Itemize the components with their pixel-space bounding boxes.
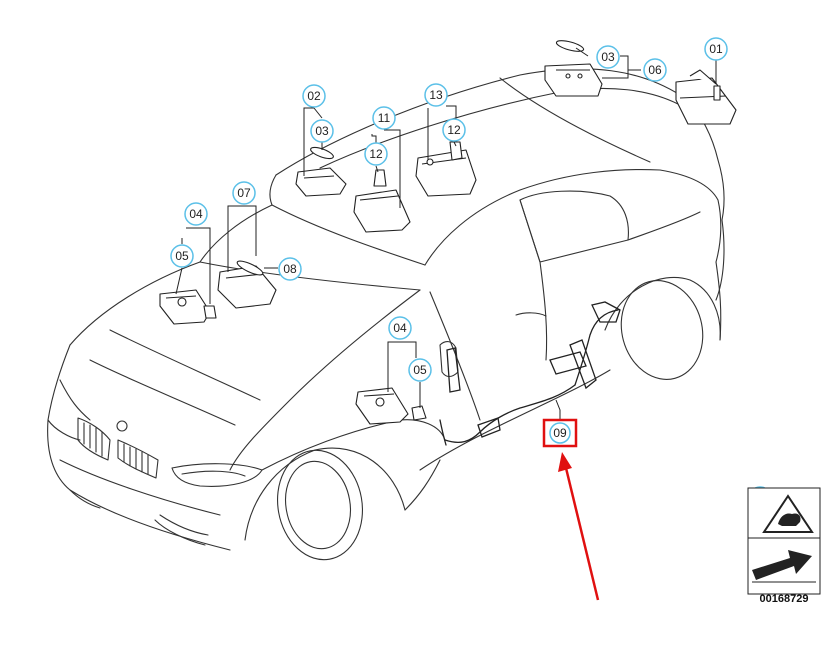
callout-08-label: 08 (283, 262, 297, 276)
callout-06: 06 (643, 58, 667, 82)
callout-08: 08 (278, 257, 302, 281)
callout-03-top-label: 03 (601, 50, 615, 64)
callout-05-right: 05 (408, 358, 432, 382)
callout-11-label: 11 (378, 111, 391, 125)
callout-07: 07 (232, 181, 256, 205)
reference-number: 00168729 (760, 593, 809, 605)
part-04-lamp-right (355, 387, 427, 425)
callout-12-right-label: 12 (447, 123, 461, 137)
callout-13-label: 13 (429, 88, 443, 102)
callout-05-right-label: 05 (413, 363, 427, 377)
part-07-lamp (217, 260, 277, 309)
callout-13: 13 (424, 83, 448, 107)
callout-12-right: 12 (442, 118, 466, 142)
callout-09: 09 (542, 418, 578, 448)
arrow-right-icon (752, 550, 812, 580)
wiring-harness-part (439, 301, 621, 446)
callout-04-left: 04 (184, 202, 208, 226)
callout-01-label: 01 (709, 42, 723, 56)
callout-01: 01 (704, 37, 728, 61)
hand-icon (778, 513, 801, 526)
callout-03: 03 (310, 119, 334, 143)
callout-09-label: 09 (553, 426, 567, 440)
part-01-lamp (675, 69, 737, 125)
callout-03-top: 03 (596, 45, 620, 69)
callout-09-highlight-box (542, 418, 578, 448)
leader-lines (175, 47, 717, 420)
callout-05-left: 05 (170, 244, 194, 268)
callout-02-label: 02 (307, 89, 321, 103)
callout-11: 11 (372, 106, 396, 130)
part-02-lamp (295, 146, 347, 197)
callout-05-left-label: 05 (175, 249, 189, 263)
highlight-arrow (558, 452, 600, 601)
callout-12-left-label: 12 (369, 147, 383, 161)
lamp-parts (159, 40, 737, 425)
callout-06-label: 06 (648, 63, 662, 77)
part-04-lamp-left (159, 289, 217, 325)
callout-04-right: 04 (388, 316, 412, 340)
part-10-label-card (747, 487, 821, 595)
part-13-lamp (415, 141, 477, 197)
car-outline (47, 68, 725, 561)
callout-12-left: 12 (364, 142, 388, 166)
part-03-06-housing (544, 40, 603, 97)
callout-04-left-label: 04 (189, 207, 203, 221)
callout-04-right-label: 04 (393, 321, 407, 335)
callout-03-label: 03 (315, 124, 329, 138)
callout-02: 02 (302, 84, 326, 108)
callout-07-label: 07 (237, 186, 251, 200)
part-11-lamp (353, 169, 411, 233)
